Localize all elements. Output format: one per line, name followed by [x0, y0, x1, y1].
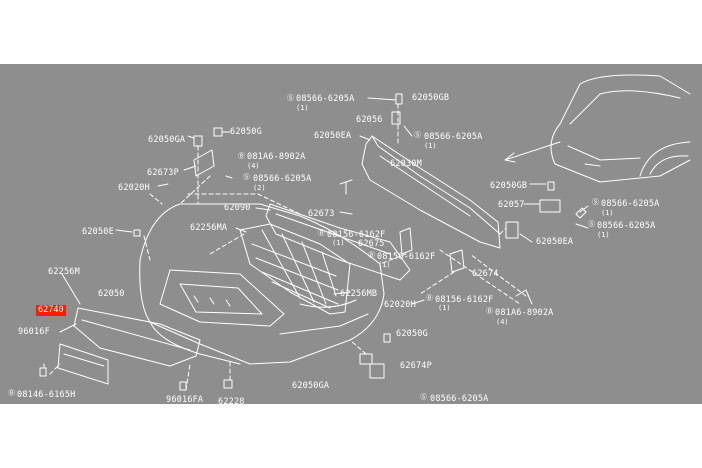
quantity-label: (1): [424, 142, 437, 150]
part-label[interactable]: 62256MA: [190, 223, 228, 233]
part-label[interactable]: 62228: [218, 397, 245, 407]
fasteners: [39, 93, 587, 391]
quantity-label: (1): [296, 104, 309, 112]
quantity-label: (1): [597, 231, 610, 239]
bolt-symbol: Ⓑ: [238, 152, 245, 160]
part-label[interactable]: 08566-6205A: [601, 199, 660, 209]
part-label[interactable]: 08566-6205A: [296, 94, 355, 104]
parts-diagram: Ⓢ 08566-6205A (1) 62050GB 62050GA 62050G…: [0, 64, 702, 407]
quantity-label: (2): [253, 184, 266, 192]
part-label[interactable]: 62050GB: [412, 93, 450, 103]
quantity-label: (4): [496, 318, 509, 326]
plate-bracket: [57, 343, 109, 385]
bumper-fascia: [139, 203, 385, 365]
bolt-symbol: Ⓢ: [287, 94, 294, 102]
bolt-symbol: Ⓑ: [8, 389, 15, 397]
bolt-symbol: Ⓑ: [426, 294, 433, 302]
bolt-symbol: Ⓢ: [243, 173, 250, 181]
part-label[interactable]: 62256M: [48, 267, 80, 277]
part-label[interactable]: 62050GA: [148, 135, 186, 145]
part-label[interactable]: 08146-6165H: [17, 390, 76, 400]
part-label[interactable]: 62050EA: [536, 237, 574, 247]
bolt-symbol: Ⓑ: [318, 229, 325, 237]
part-label[interactable]: 08566-6205A: [424, 132, 483, 142]
quantity-label: (1): [332, 239, 345, 247]
part-label[interactable]: 62090: [224, 203, 251, 213]
lower-spoiler: [73, 307, 201, 367]
energy-absorber: [265, 203, 411, 281]
part-label[interactable]: 62674: [472, 269, 499, 279]
label-leaders: [43, 97, 589, 369]
quantity-label: (1): [438, 304, 451, 312]
part-label[interactable]: 081A6-8902A: [247, 152, 306, 162]
part-label[interactable]: 62256MB: [340, 289, 378, 299]
part-label[interactable]: 62050G: [396, 329, 428, 339]
part-label[interactable]: 08156-6162F: [377, 252, 436, 262]
part-label[interactable]: 081A6-8902A: [495, 308, 554, 318]
bolt-symbol: Ⓢ: [420, 393, 427, 401]
part-label[interactable]: 62020H: [118, 183, 150, 193]
reference-arrow: [504, 141, 561, 161]
part-label[interactable]: 62675: [358, 239, 385, 249]
part-label[interactable]: 62050GB: [490, 181, 528, 191]
part-label[interactable]: 62056: [356, 115, 383, 125]
part-label[interactable]: 62674P: [400, 361, 432, 371]
quantity-label: (4): [247, 162, 260, 170]
bolt-symbol: Ⓑ: [486, 307, 493, 315]
grille-mesh: [239, 223, 351, 315]
bolt-symbol: Ⓢ: [414, 131, 421, 139]
diagram-drawing: [39, 74, 691, 391]
part-label[interactable]: 08566-6205A: [430, 394, 489, 404]
part-label[interactable]: 08566-6205A: [597, 221, 656, 231]
part-label[interactable]: 62050E: [82, 227, 114, 237]
reinforcement-beam: [361, 135, 501, 249]
part-label[interactable]: 62050G: [230, 127, 262, 137]
part-label[interactable]: 62673: [308, 209, 335, 219]
car-silhouette: [550, 74, 691, 183]
quantity-label: (1): [601, 209, 614, 217]
part-label[interactable]: 62050GA: [292, 381, 330, 391]
highlighted-part-label[interactable]: 62740: [36, 305, 66, 316]
part-label[interactable]: 96016F: [18, 327, 50, 337]
part-label[interactable]: 62673P: [147, 168, 179, 178]
part-label[interactable]: 08156-6162F: [327, 230, 386, 240]
bolt-symbol: Ⓢ: [592, 198, 599, 206]
part-label[interactable]: 62020H: [384, 300, 416, 310]
part-label[interactable]: 62050EA: [314, 131, 352, 141]
leader-lines: [49, 103, 527, 391]
part-label[interactable]: 08156-6162F: [435, 295, 494, 305]
part-label[interactable]: 62050: [98, 289, 125, 299]
part-label[interactable]: 08566-6205A: [253, 174, 312, 184]
part-label[interactable]: 96016FA: [166, 395, 204, 405]
bolt-symbol: Ⓑ: [368, 251, 375, 259]
part-label[interactable]: 62030M: [390, 159, 422, 169]
quantity-label: (1): [378, 261, 391, 269]
bolt-symbol: Ⓢ: [588, 220, 595, 228]
part-label[interactable]: 62057: [498, 200, 525, 210]
